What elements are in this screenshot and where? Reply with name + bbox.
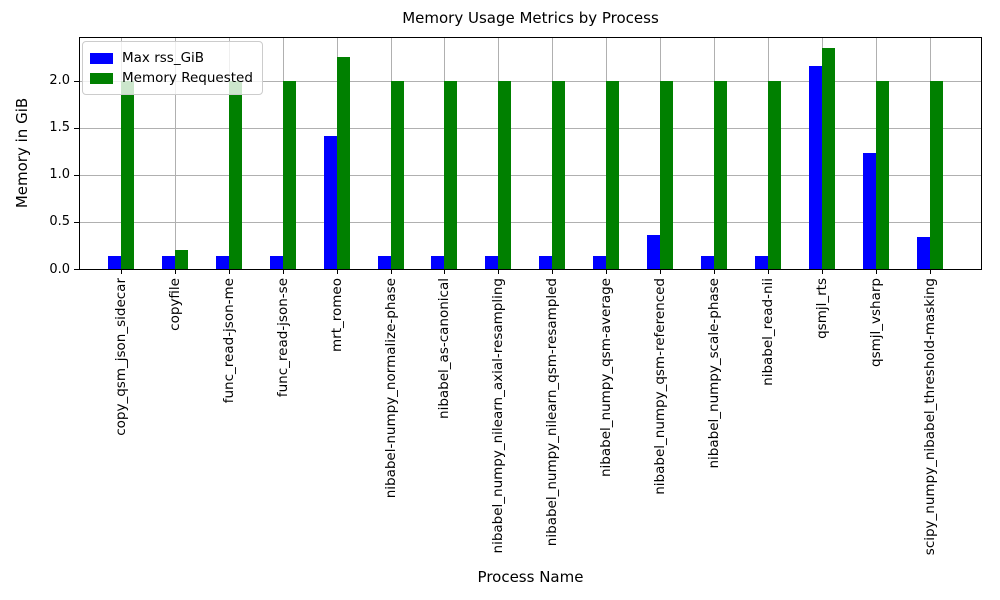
bar-memory-requested	[767, 80, 781, 269]
x-tick-label: nibabel_as-canonical	[436, 278, 453, 419]
y-tick-mark	[74, 127, 79, 129]
bar-memory-requested	[821, 47, 835, 269]
x-tick-label: nibabel_numpy_qsm-average	[598, 278, 615, 477]
y-tick-label: 1.5	[49, 120, 70, 136]
x-tick-label: nibabel_read-nii	[759, 278, 776, 386]
bar-max-rss	[108, 255, 121, 269]
x-tick-mark	[606, 270, 608, 274]
x-tick-mark	[174, 270, 176, 274]
bar-memory-requested	[444, 80, 458, 269]
bar-memory-requested	[498, 80, 512, 269]
x-axis-label: Process Name	[477, 568, 584, 586]
legend-swatch-max-rss	[90, 52, 113, 64]
bar-memory-requested	[228, 80, 242, 269]
x-tick-mark	[390, 270, 392, 274]
bar-memory-requested	[336, 56, 350, 269]
bar-max-rss	[754, 255, 768, 269]
x-tick-mark	[121, 270, 122, 274]
x-tick-mark	[821, 270, 823, 274]
gridline-horizontal	[80, 80, 981, 82]
y-tick-mark	[74, 221, 79, 223]
legend-item-max-rss: Max rss_GiB	[90, 48, 253, 68]
x-tick-label: nibabel_numpy_nilearn_qsm-resampled	[544, 278, 561, 547]
bar-memory-requested	[875, 80, 889, 269]
bar-max-rss	[593, 255, 607, 269]
chart-title: Memory Usage Metrics by Process	[402, 9, 659, 27]
gridline-horizontal	[80, 127, 981, 129]
bar-max-rss	[862, 153, 876, 269]
x-tick-label: qsmjl_vsharp	[867, 278, 884, 367]
bar-max-rss	[431, 255, 445, 269]
x-tick-mark	[282, 270, 284, 274]
gridline-vertical	[174, 38, 176, 269]
x-tick-mark	[444, 270, 446, 274]
x-tick-label: nibabel_numpy_qsm-referenced	[652, 278, 668, 495]
bar-memory-requested	[660, 80, 673, 269]
bar-memory-requested	[390, 80, 404, 269]
bar-memory-requested	[929, 80, 943, 269]
x-tick-label: nibabel-numpy_normalize-phase	[382, 278, 399, 499]
bar-max-rss	[700, 255, 714, 269]
gridline-horizontal	[80, 174, 981, 176]
gridline-horizontal	[80, 221, 981, 223]
x-tick-label: qsmjl_rts	[813, 278, 830, 339]
y-tick-label: 0.5	[49, 214, 70, 230]
y-tick-mark	[74, 80, 79, 82]
x-tick-mark	[713, 270, 715, 274]
legend: Max rss_GiB Memory Requested	[82, 41, 263, 95]
bar-max-rss	[808, 66, 822, 269]
x-tick-label: func_read-json-se	[274, 278, 291, 398]
x-tick-mark	[929, 270, 931, 274]
y-axis-label: Memory in GiB	[13, 97, 31, 209]
legend-label-memory-requested: Memory Requested	[122, 70, 253, 86]
x-tick-label: nibabel_numpy_nilearn_axial-resampling	[490, 278, 507, 554]
bar-memory-requested	[552, 80, 566, 269]
x-tick-label: copyfile	[166, 278, 183, 331]
x-tick-mark	[767, 270, 769, 274]
bar-max-rss	[215, 255, 229, 269]
x-tick-mark	[336, 270, 338, 274]
bar-memory-requested	[606, 80, 620, 269]
bar-max-rss	[539, 255, 553, 269]
bar-memory-requested	[121, 80, 134, 269]
bar-max-rss	[916, 236, 930, 269]
bar-memory-requested	[282, 80, 296, 269]
legend-label-max-rss: Max rss_GiB	[122, 50, 205, 66]
x-tick-mark	[660, 270, 661, 274]
bar-max-rss	[323, 136, 337, 269]
x-tick-label: mrt_romeo	[328, 278, 345, 352]
bar-memory-requested	[174, 250, 188, 269]
bar-max-rss	[485, 255, 499, 269]
x-tick-mark	[228, 270, 230, 274]
bar-max-rss	[269, 255, 283, 269]
y-tick-label: 2.0	[49, 73, 70, 88]
y-tick-label: 0.0	[49, 261, 70, 277]
x-tick-mark	[498, 270, 500, 274]
x-tick-label: copy_qsm_json_sidecar	[113, 278, 129, 436]
legend-swatch-memory-requested	[90, 72, 113, 84]
x-tick-mark	[552, 270, 554, 274]
legend-item-memory-requested: Memory Requested	[90, 68, 253, 88]
y-tick-mark	[74, 174, 79, 176]
x-tick-label: nibabel_numpy_scale-phase	[705, 278, 722, 469]
x-tick-label: func_read-json-me	[220, 278, 237, 404]
x-tick-label: scipy_numpy_nibabel_threshold-masking	[921, 278, 938, 556]
y-tick-mark	[74, 269, 79, 270]
y-tick-label: 1.0	[49, 167, 70, 183]
bar-max-rss	[377, 255, 391, 269]
x-tick-mark	[875, 270, 877, 274]
plot-area	[79, 37, 982, 270]
bar-max-rss	[647, 235, 660, 269]
bar-max-rss	[161, 255, 175, 269]
bar-memory-requested	[713, 80, 727, 269]
